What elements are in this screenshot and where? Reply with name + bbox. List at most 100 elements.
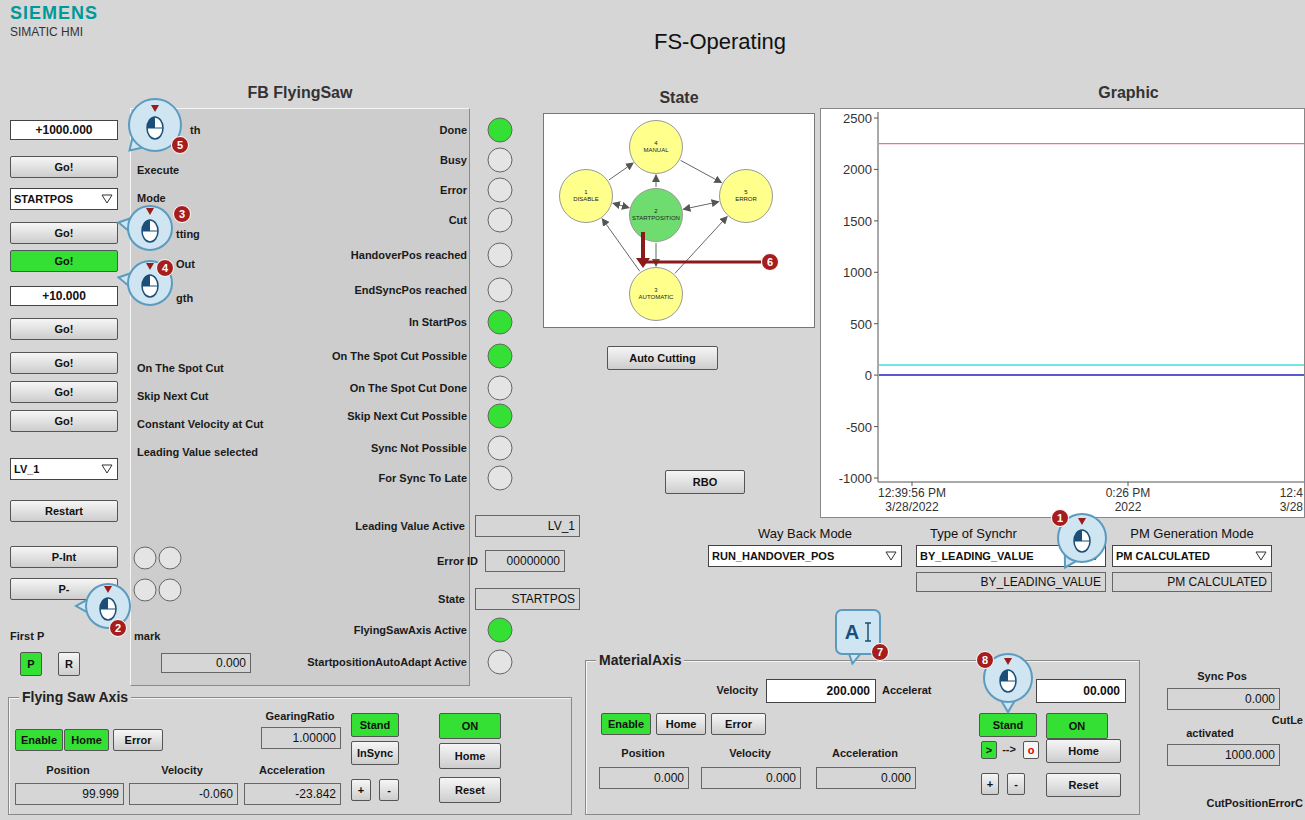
push-button: Reset: [439, 777, 501, 803]
node-text: 1000.000: [1225, 748, 1275, 762]
display-field: 0.000: [816, 767, 916, 789]
node-text: Home: [71, 734, 102, 746]
state-transition: [675, 217, 727, 274]
state-circle: 2STARTPOSITION: [629, 188, 683, 242]
node-text: -0.060: [199, 787, 233, 801]
push-button: Home: [656, 713, 706, 735]
node-text: Enable: [21, 734, 57, 746]
label-text: SIEMENS: [10, 3, 98, 24]
node-text: R: [65, 658, 73, 670]
trend-chart-box: Graphic: [820, 108, 1305, 518]
node-text: -23.842: [295, 787, 336, 801]
chart-ticks: [874, 118, 1128, 486]
display-field: -23.842: [244, 783, 341, 805]
label-text: In StartPos: [409, 316, 467, 328]
status-lamp: [488, 618, 512, 642]
state-circle: 5ERROR: [719, 169, 773, 223]
node-text: +: [987, 778, 993, 790]
label-text: On The Spot Cut Possible: [332, 350, 467, 362]
node-text: Home: [455, 750, 486, 762]
push-button: Go!: [10, 352, 118, 374]
push-button: -: [379, 779, 399, 801]
label-text: 0: [865, 368, 872, 383]
callout-number-text: 1: [1057, 512, 1063, 524]
state-transition: [613, 203, 629, 207]
node-text: Go!: [55, 323, 74, 335]
callout-number: 4: [156, 259, 174, 277]
active-button: Enable: [601, 713, 651, 735]
push-button: Reset: [1046, 773, 1121, 797]
node-text: Error: [125, 734, 152, 746]
node-text: 2: [654, 208, 657, 215]
status-lamp: [488, 404, 512, 428]
dropdown-arrow: [102, 465, 112, 473]
label-text: CutLe: [1272, 714, 1303, 726]
callout-number: 1: [1051, 509, 1069, 527]
label-text: PM Generation Mode: [1130, 526, 1254, 541]
dropdown: LV_1: [10, 458, 118, 480]
push-button: +: [981, 773, 999, 795]
label-text: Skip Next Cut: [137, 390, 209, 402]
input-field: 00.000: [1036, 679, 1126, 703]
node-text: 0.000: [766, 771, 796, 785]
node-text: 0.000: [881, 771, 911, 785]
label-text: A: [845, 621, 859, 644]
active-button: P: [20, 652, 42, 676]
node-text: 4: [654, 140, 657, 147]
push-button: P-: [10, 578, 118, 600]
node-text: o: [1028, 744, 1035, 756]
node-text: 0.000: [216, 656, 246, 670]
callout-number: 2: [109, 619, 127, 637]
node-text: Error: [725, 718, 752, 730]
label-text: Leading Value Active: [355, 520, 465, 532]
callout-number-text: 6: [767, 256, 773, 268]
node-text: 1: [584, 189, 587, 196]
dropdown-arrow: [1256, 552, 1266, 560]
label-text: mark: [134, 630, 160, 642]
node-text: Flying Saw Axis: [19, 689, 131, 705]
state-circle: 1DISABLE: [559, 169, 613, 223]
screen-title: FS-Operating: [654, 29, 786, 55]
label-text: 2022: [1115, 500, 1142, 514]
node-text: 00000000: [507, 554, 560, 568]
label-text: GearingRatio: [265, 710, 334, 722]
chart-axis: [878, 482, 1305, 483]
dropdown: BY_LEADING_VALUE: [916, 545, 1106, 567]
label-text: Sync Pos: [1197, 670, 1247, 682]
label-text: Mode: [137, 192, 166, 204]
node-text: Home: [1068, 745, 1099, 757]
label-text: Velocity: [716, 684, 758, 696]
status-lamp: [488, 344, 512, 368]
label-text: For Sync To Late: [379, 472, 467, 484]
dropdown: RUN_HANDOVER_POS: [708, 545, 902, 567]
trend-line: [879, 364, 1305, 366]
node-text: P: [27, 658, 34, 670]
label-text: 0:26 PM: [1106, 486, 1151, 500]
push-button: Go!: [10, 410, 118, 432]
node-text: Stand: [993, 719, 1024, 731]
dropdown-arrow: [885, 551, 897, 561]
state-circle: 3AUTOMATIC: [629, 267, 683, 321]
push-button: Go!: [10, 381, 118, 403]
push-button: +: [351, 779, 371, 801]
label-text: 12:39:56 PM: [878, 486, 946, 500]
node-text: BY_LEADING_VALUE: [981, 575, 1102, 589]
label-text: Acceleration: [259, 764, 325, 776]
label-text: Cut: [449, 214, 467, 226]
push-button: Home: [439, 743, 501, 769]
node-text: -: [1014, 778, 1018, 790]
callout-number-text: 3: [179, 208, 185, 220]
status-lamp: [488, 178, 512, 202]
group-box: MaterialAxis200.00000.000EnableHomeError…: [585, 660, 1140, 815]
label-text: 2500: [843, 111, 872, 126]
label-text: Sync Not Possible: [371, 442, 467, 454]
node-text: Go!: [55, 415, 74, 427]
active-button: Enable: [15, 729, 63, 751]
dropdown-arrow: [1089, 551, 1101, 561]
label-text: 1500: [843, 213, 872, 228]
label-text: 12:4: [1280, 486, 1303, 500]
label-text: 3/28: [1280, 500, 1303, 514]
node-text: Auto Cutting: [629, 352, 696, 364]
state-transition: [681, 160, 722, 182]
label-text: Position: [46, 764, 89, 776]
